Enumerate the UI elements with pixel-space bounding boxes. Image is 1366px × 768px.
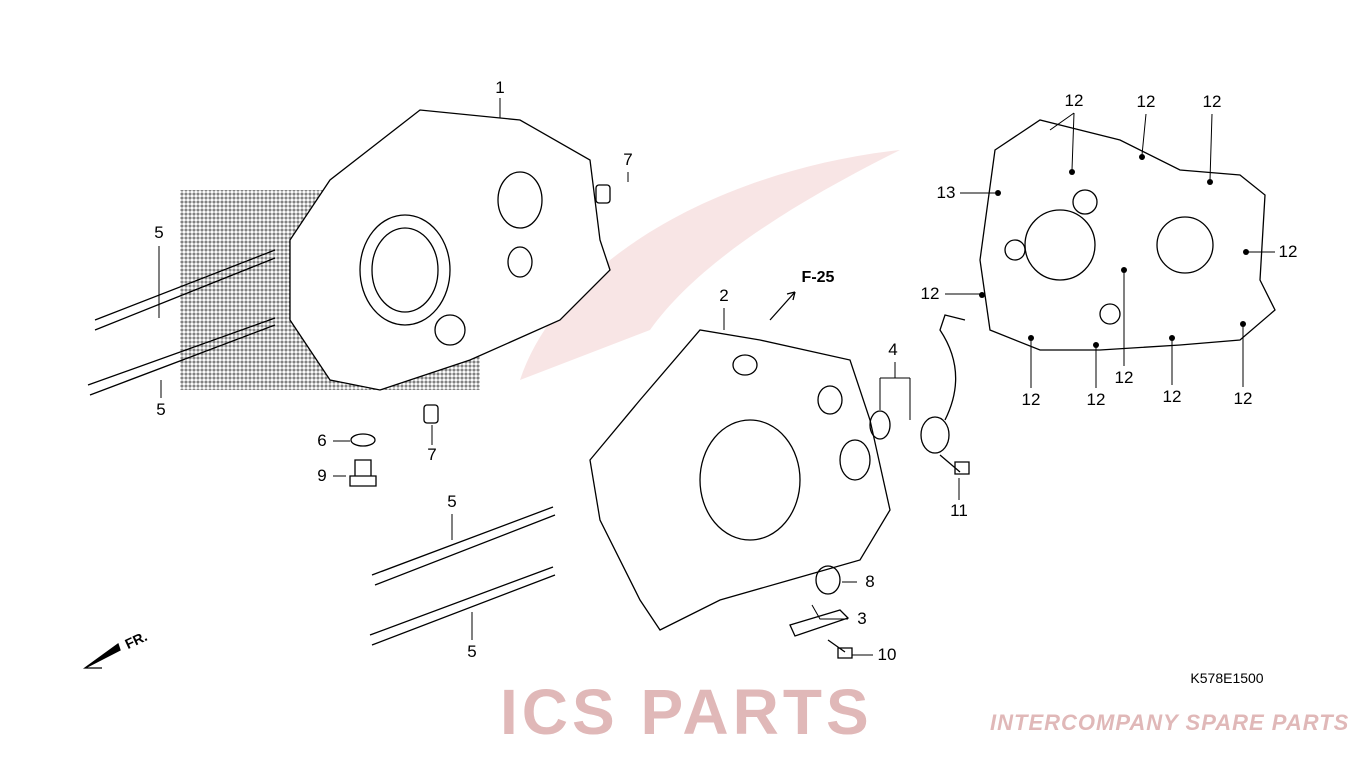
dowel-pin-part-7 — [595, 184, 611, 204]
callout-12[interactable]: 12 — [1278, 242, 1298, 261]
callout-10[interactable]: 10 — [877, 645, 897, 664]
callout-7[interactable]: 7 — [427, 445, 437, 464]
callout-3[interactable]: 3 — [857, 609, 867, 628]
callout-12[interactable]: 12 — [1064, 91, 1084, 110]
diagram-code: K578E1500 — [1190, 670, 1264, 686]
oil-seal-part-8 — [815, 565, 841, 595]
reference-label[interactable]: F-25 — [801, 269, 835, 286]
washer-part-6 — [350, 433, 376, 447]
bolt-holes — [979, 154, 1249, 348]
left-crankcase-part-1 — [180, 109, 611, 391]
drain-bolt-part-9 — [349, 459, 377, 487]
callout-6[interactable]: 6 — [317, 431, 327, 450]
dowel-pin-part-7 — [423, 404, 439, 424]
watermark-brand: ICS PARTS — [500, 676, 873, 748]
callout-12[interactable]: 12 — [1202, 92, 1222, 111]
stud-bolts-part-5 — [87, 249, 556, 646]
callout-1[interactable]: 1 — [495, 78, 505, 97]
callout-4[interactable]: 4 — [888, 340, 898, 359]
reference-arrow — [769, 291, 796, 321]
crankcase-gasket-outline — [979, 119, 1276, 351]
callout-8[interactable]: 8 — [865, 572, 875, 591]
callout-12[interactable]: 12 — [1136, 92, 1156, 111]
watermark-tagline: INTERCOMPANY SPARE PARTS — [990, 710, 1350, 735]
watermark-wing — [520, 150, 900, 380]
right-crankcase-part-2 — [589, 329, 891, 631]
callout-13[interactable]: 13 — [936, 183, 956, 202]
callout-7[interactable]: 7 — [623, 150, 633, 169]
callout-12[interactable]: 12 — [1233, 389, 1253, 408]
sensor-part-4 — [869, 314, 966, 454]
bolt-part-11 — [939, 454, 970, 475]
leader-lines — [158, 98, 1275, 656]
callout-9[interactable]: 9 — [317, 466, 327, 485]
callout-5[interactable]: 5 — [467, 642, 477, 661]
bolt-part-10 — [827, 639, 853, 659]
callout-5[interactable]: 5 — [154, 223, 164, 242]
callout-12[interactable]: 12 — [1086, 390, 1106, 409]
callout-12[interactable]: 12 — [1021, 390, 1041, 409]
front-direction-arrow — [83, 642, 121, 669]
callout-12[interactable]: 12 — [1162, 387, 1182, 406]
callout-5[interactable]: 5 — [156, 400, 166, 419]
callout-11[interactable]: 11 — [950, 501, 968, 520]
callout-2[interactable]: 2 — [719, 286, 729, 305]
callout-12[interactable]: 12 — [920, 284, 940, 303]
callout-5[interactable]: 5 — [447, 492, 457, 511]
callout-12[interactable]: 12 — [1114, 368, 1134, 387]
plate-part-3 — [789, 609, 850, 637]
